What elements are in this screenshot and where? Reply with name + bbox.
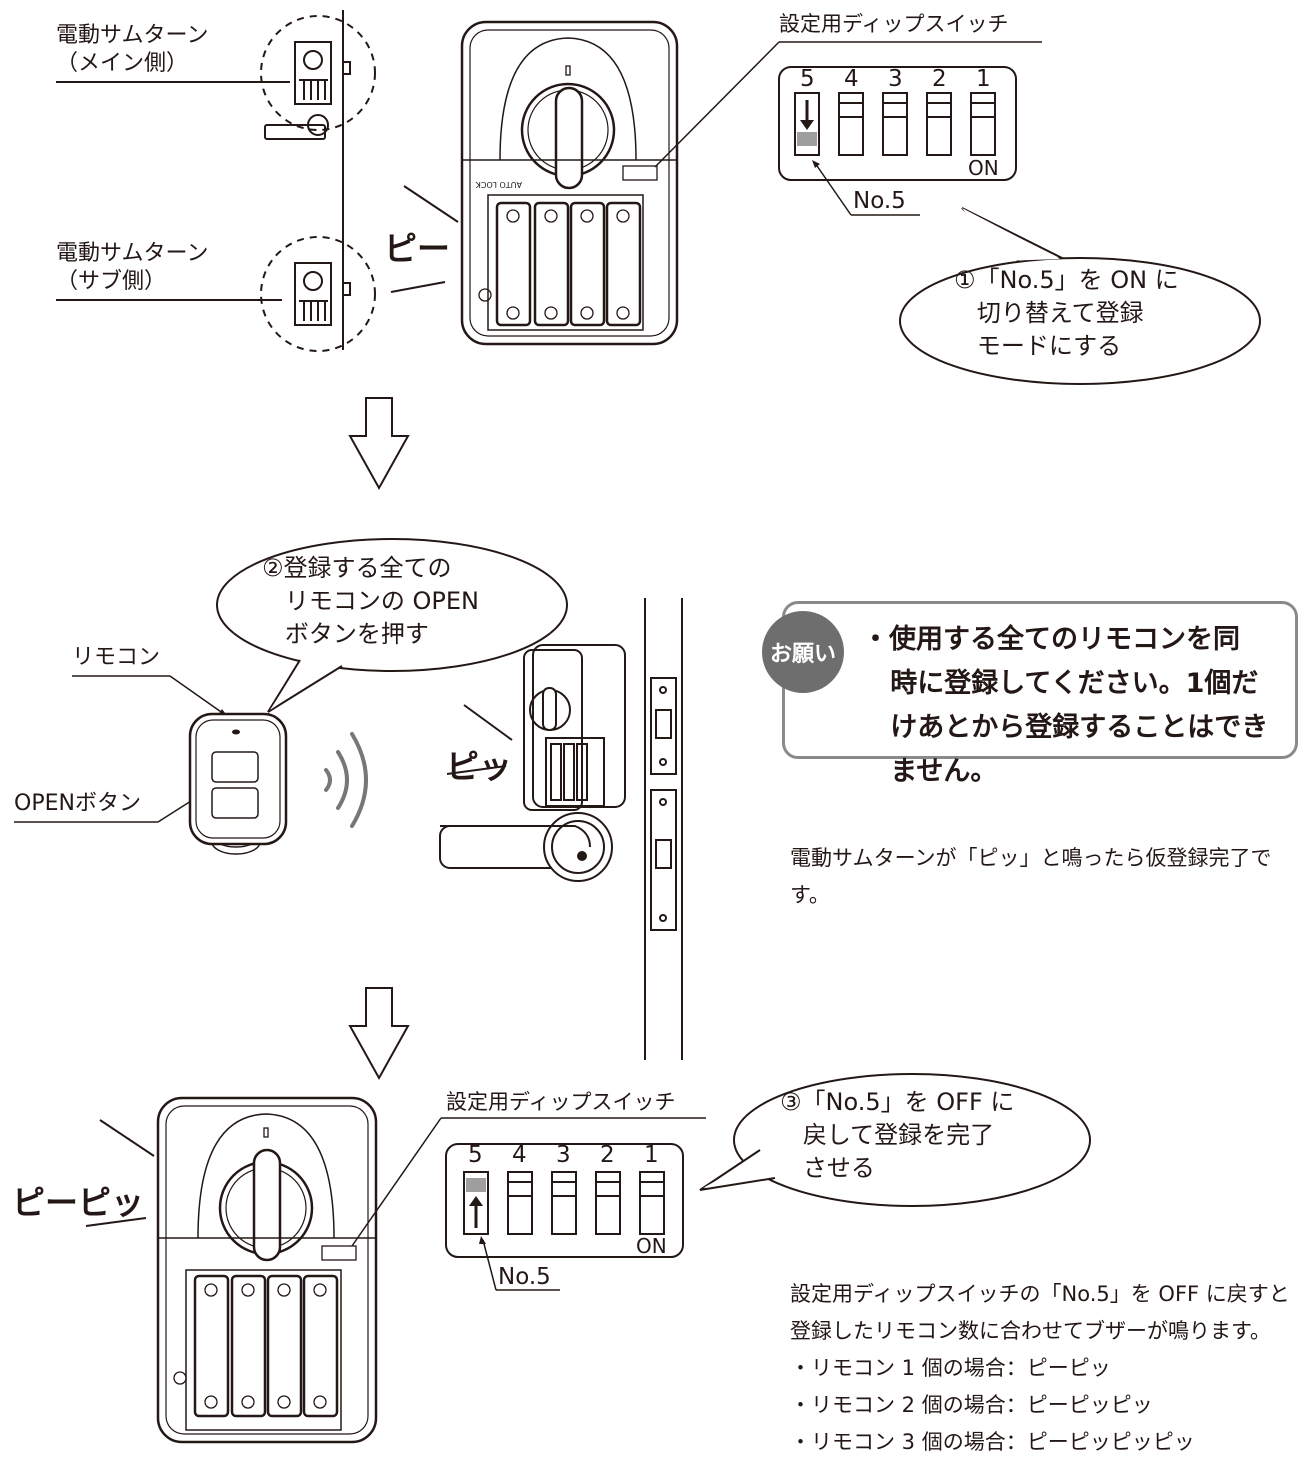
beep-text-step3: ピーピッ xyxy=(12,1183,144,1222)
note-step3: 設定用ディップスイッチの「No.5」を OFF に戻すと登録したリモコン数に合わ… xyxy=(790,1276,1296,1461)
dip-switch-step3 xyxy=(445,1143,684,1291)
svg-text:AUTO LOCK: AUTO LOCK xyxy=(475,180,522,189)
remote-control-illustration xyxy=(188,712,288,855)
dip-number: 5 xyxy=(800,66,815,92)
label-text: 電動サムターン xyxy=(56,23,209,48)
label-thumb-turn-main: 電動サムターン （メイン側） xyxy=(56,22,208,78)
dip-number: 3 xyxy=(556,1142,571,1168)
note-step3-intro: 設定用ディップスイッチの「No.5」を OFF に戻すと登録したリモコン数に合わ… xyxy=(790,1282,1290,1343)
note-step3-item: ・リモコン 2 個の場合：ピーピッピッ xyxy=(790,1393,1153,1417)
beep-text-step1: ピー xyxy=(384,229,450,268)
dip-on-label: ON xyxy=(968,156,999,180)
down-arrow-icon xyxy=(348,987,410,1081)
dip-number: 1 xyxy=(976,66,991,92)
dip-on-label: ON xyxy=(636,1234,667,1258)
bubble-text-step1: ①「No.5」を ON に 切り替えて登録 モードにする xyxy=(954,266,1179,360)
beep-text-step2: ピッ xyxy=(446,747,512,786)
dip-number: 4 xyxy=(512,1142,527,1168)
label-dip-switch: 設定用ディップスイッチ xyxy=(779,12,1009,36)
label-no5: No.5 xyxy=(853,188,906,214)
dip-number: 2 xyxy=(600,1142,615,1168)
dip-number: 1 xyxy=(644,1142,659,1168)
speech-bubble-step1 xyxy=(899,207,1261,385)
note-step2: 電動サムターンが「ピッ」と鳴ったら仮登録完了です。 xyxy=(790,846,1272,907)
door-illustration-step2 xyxy=(439,598,683,1060)
signal-waves-icon xyxy=(324,732,368,828)
request-text: ・使用する全てのリモコンを同 時に登録してください。1個だ けあとから登録するこ… xyxy=(862,624,1269,787)
label-no5: No.5 xyxy=(498,1264,551,1290)
note-step3-item: ・リモコン 3 個の場合：ピーピッピッピッ xyxy=(790,1430,1195,1454)
dip-number: 5 xyxy=(468,1142,483,1168)
label-text: （サブ側） xyxy=(56,269,167,294)
bubble-text-step3: ③「No.5」を OFF に 戻して登録を完了 させる xyxy=(780,1088,1015,1182)
door-illustration-step1 xyxy=(56,10,376,352)
label-text: （メイン側） xyxy=(56,51,189,76)
label-dip-switch: 設定用ディップスイッチ xyxy=(446,1090,676,1114)
label-open-button: OPENボタン xyxy=(14,791,141,816)
request-badge: お願い xyxy=(762,611,844,693)
dip-switch-step1 xyxy=(778,66,1017,216)
note-step3-item: ・リモコン 1 個の場合：ピーピッ xyxy=(790,1356,1111,1380)
thumb-turn-device-step3 xyxy=(156,1096,378,1444)
dip-number: 3 xyxy=(888,66,903,92)
dip-number: 4 xyxy=(844,66,859,92)
label-text: 電動サムターン xyxy=(56,241,209,266)
bubble-text-step2: ②登録する全ての リモコンの OPEN ボタンを押す xyxy=(262,554,479,648)
sound-line xyxy=(390,281,446,293)
down-arrow-icon xyxy=(348,397,410,491)
label-thumb-turn-sub: 電動サムターン （サブ側） xyxy=(56,240,208,296)
request-box xyxy=(782,601,1298,759)
label-remote: リモコン xyxy=(72,645,161,670)
dip-number: 2 xyxy=(932,66,947,92)
thumb-turn-device-step1: AUTO LOCK xyxy=(460,20,679,346)
sound-line xyxy=(403,185,459,223)
